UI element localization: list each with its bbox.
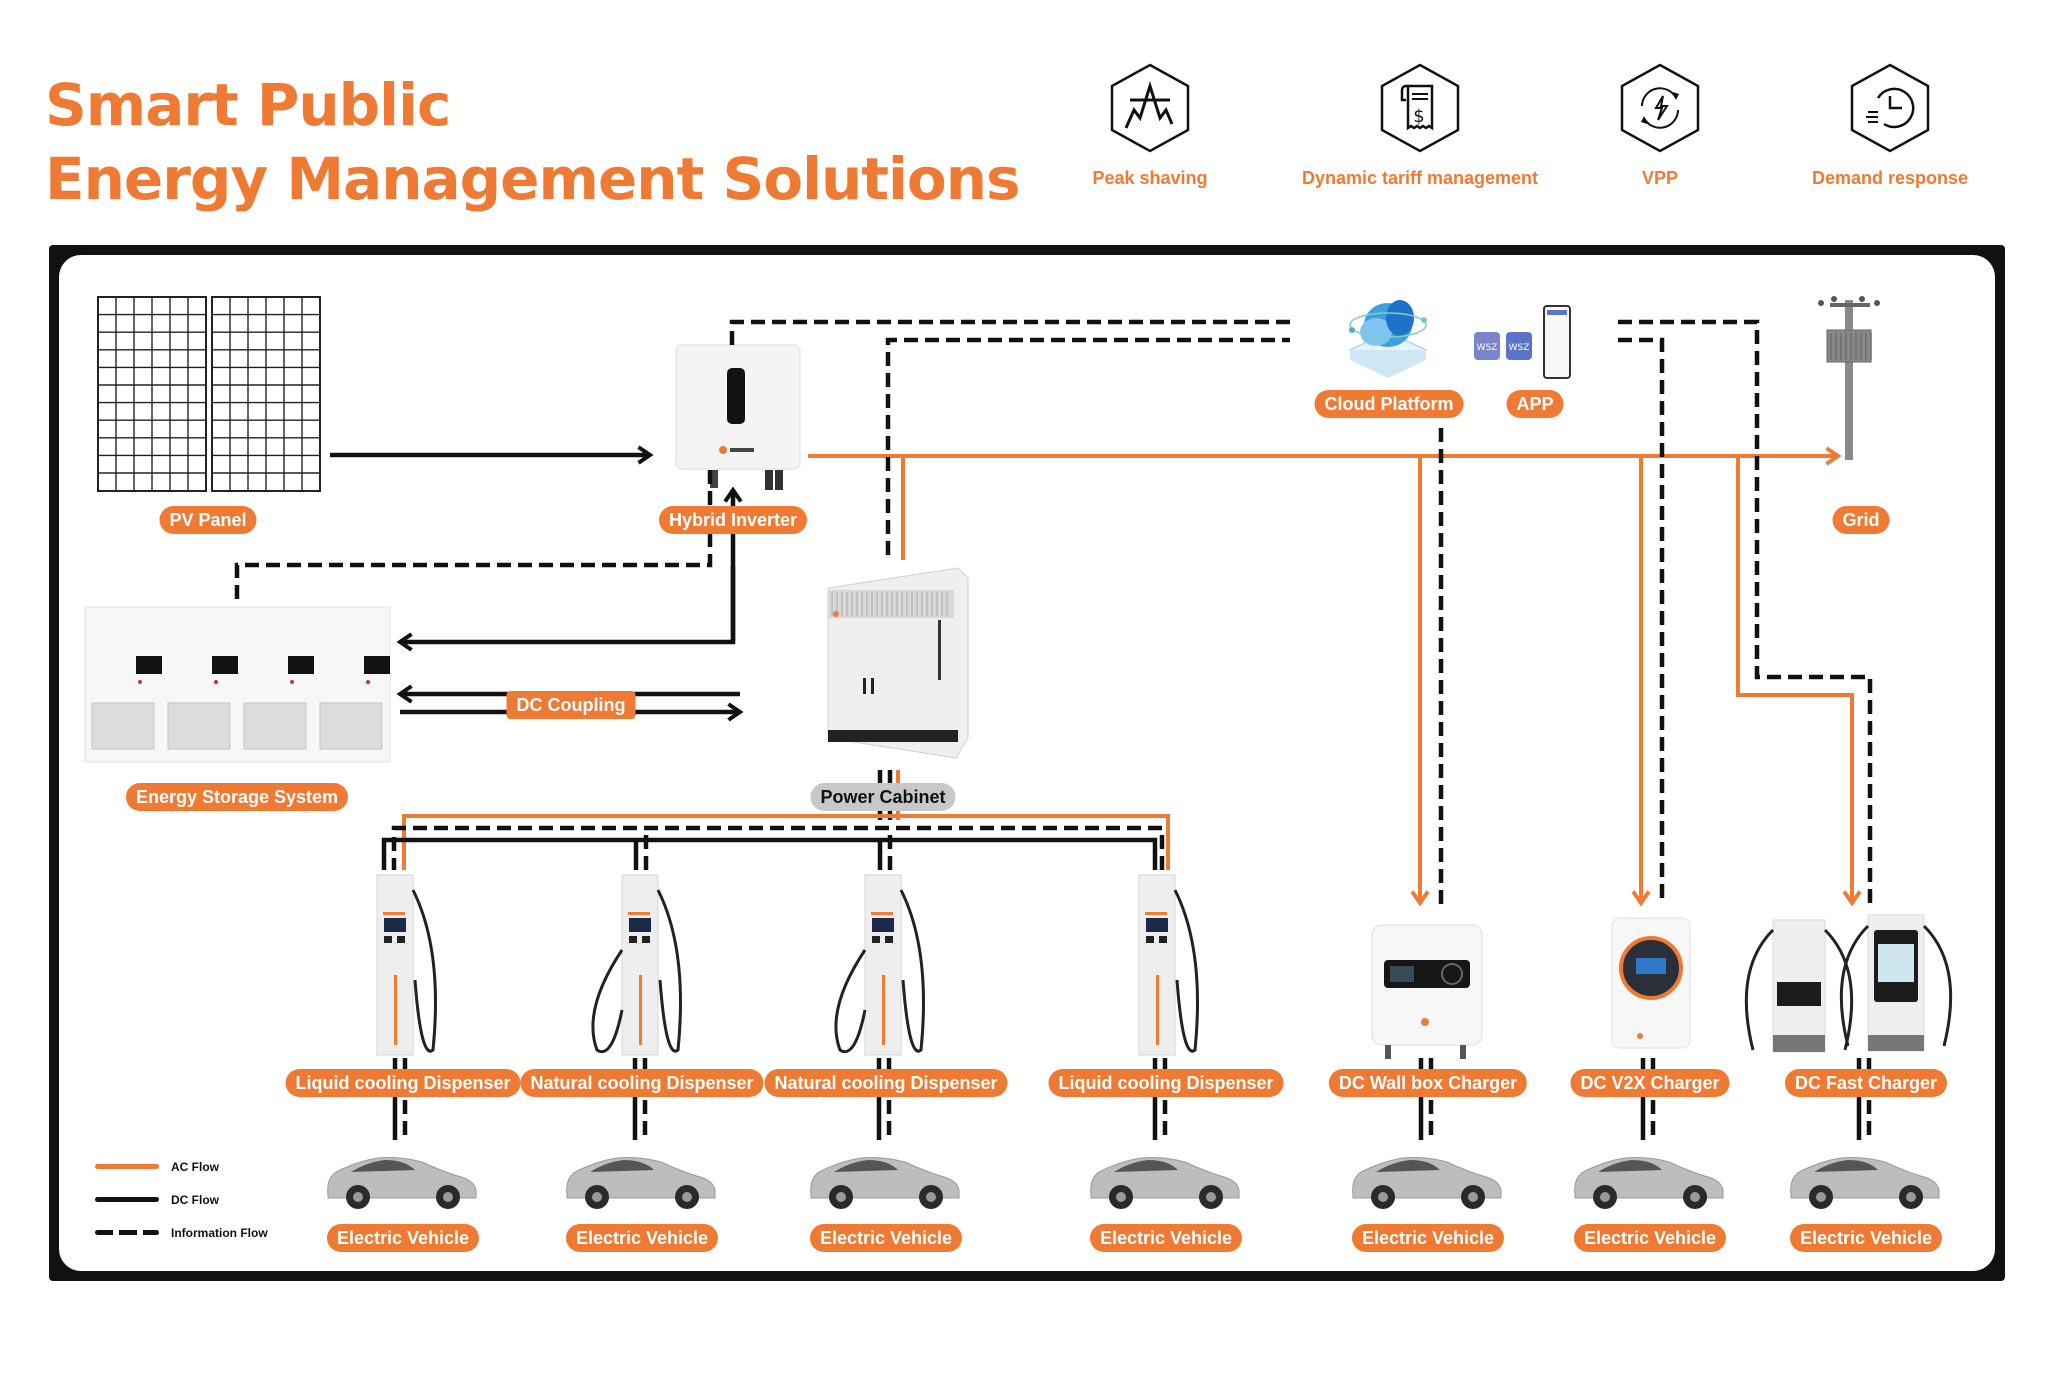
pv-panel-illustration <box>97 296 321 492</box>
electric-vehicle-illustration <box>810 1157 960 1209</box>
dispenser-label: Liquid cooling Dispenser <box>285 1069 521 1097</box>
dispenser-illustration <box>591 874 682 1056</box>
vehicle-label: Electric Vehicle <box>809 1224 963 1252</box>
dc-flow-line <box>381 837 1158 870</box>
app-label: APP <box>1506 390 1564 418</box>
lightning-cycle-icon <box>1620 63 1700 153</box>
information-flow-line <box>885 337 1290 555</box>
feature-vpp: VPP <box>1510 62 1810 189</box>
electric-vehicle-illustration <box>1352 1157 1502 1209</box>
cloud-platform-label: Cloud Platform <box>1314 390 1464 418</box>
arrow-head-icon <box>637 445 654 465</box>
legend-dc-flow: DC Flow <box>95 1183 268 1216</box>
arrow-head-icon <box>1631 890 1651 907</box>
vehicle-label: Electric Vehicle <box>565 1224 719 1252</box>
information-flow-line <box>1618 319 1873 905</box>
charger-label: DC Fast Charger <box>1784 1069 1948 1097</box>
peak-shaving-icon <box>1110 63 1190 153</box>
information-flow-line <box>729 319 1290 345</box>
diagram-canvas <box>59 255 1995 1271</box>
arrow-head-icon <box>1825 446 1842 466</box>
ac-flow-swatch <box>95 1164 159 1169</box>
electric-vehicle-illustration <box>1790 1157 1940 1209</box>
energy-storage-illustration <box>84 606 391 763</box>
charger-label: DC Wall box Charger <box>1328 1069 1528 1097</box>
arrow-head-icon <box>727 702 744 722</box>
title-line-1: Smart Public <box>45 71 451 139</box>
dispenser-label: Natural cooling Dispenser <box>764 1069 1008 1097</box>
arrow-head-icon <box>723 486 743 503</box>
charger-label: DC V2X Charger <box>1570 1069 1730 1097</box>
feature-label: Demand response <box>1811 168 1969 188</box>
dc-flow-swatch <box>95 1197 159 1202</box>
svg-text:$: $ <box>1413 106 1424 127</box>
legend-info-flow: Information Flow <box>95 1216 268 1249</box>
power-cabinet-label: Power Cabinet <box>810 783 956 811</box>
arrow-head-icon <box>1410 890 1430 907</box>
page-title: Smart Public Energy Management Solutions <box>45 68 1021 216</box>
legend-label: Information Flow <box>171 1225 268 1240</box>
legend-label: DC Flow <box>171 1192 219 1207</box>
vehicle-label: Electric Vehicle <box>1789 1224 1943 1252</box>
electric-vehicle-illustration <box>327 1157 477 1209</box>
power-cabinet-illustration <box>827 567 969 759</box>
feature-label: VPP <box>1641 168 1679 188</box>
dispenser-label: Liquid cooling Dispenser <box>1048 1069 1284 1097</box>
electric-vehicle-illustration <box>566 1157 716 1209</box>
information-flow-line <box>391 825 1165 870</box>
title-line-2: Energy Management Solutions <box>45 145 1021 213</box>
feature-peak-shaving: Peak shaving <box>1000 62 1300 189</box>
hybrid-inverter-illustration <box>675 344 801 490</box>
electric-vehicle-illustration <box>1574 1157 1724 1209</box>
arrow-head-icon <box>396 684 413 704</box>
electric-vehicle-illustration <box>1090 1157 1240 1209</box>
energy-storage-label: Energy Storage System <box>125 783 349 811</box>
legend-ac-flow: AC Flow <box>95 1150 268 1183</box>
dc-fast-charger-illustration <box>1744 914 1953 1053</box>
legend: AC Flow DC Flow Information Flow <box>95 1150 268 1249</box>
dispenser-illustration <box>834 874 925 1056</box>
arrow-head-icon <box>396 632 413 652</box>
information-flow-line <box>1618 337 1665 905</box>
receipt-dollar-icon: $ <box>1380 63 1460 153</box>
vehicle-label: Electric Vehicle <box>326 1224 480 1252</box>
feature-label: Dynamic tariff management <box>1301 168 1539 188</box>
dc-wallbox-charger-illustration <box>1371 924 1483 1059</box>
dispenser-label: Natural cooling Dispenser <box>520 1069 764 1097</box>
ac-flow-line <box>402 814 1170 870</box>
dc-v2x-charger-illustration <box>1611 917 1691 1049</box>
dispenser-illustration <box>376 874 437 1056</box>
app-illustration: WSZ WSZ <box>1474 305 1571 379</box>
feature-label: Peak shaving <box>1092 168 1208 188</box>
pv-panel-label: PV Panel <box>159 506 257 534</box>
info-flow-swatch <box>95 1230 159 1235</box>
hybrid-inverter-label: Hybrid Inverter <box>658 506 808 534</box>
dc-flow-line <box>400 566 736 645</box>
feature-dynamic-tariff: $ Dynamic tariff management <box>1270 62 1570 189</box>
legend-label: AC Flow <box>171 1159 219 1174</box>
feature-demand-response: Demand response <box>1740 62 2040 189</box>
fast-clock-icon <box>1850 63 1930 153</box>
svg-text:WSZ: WSZ <box>1477 343 1498 353</box>
vehicle-label: Electric Vehicle <box>1573 1224 1727 1252</box>
dispenser-illustration <box>1138 874 1199 1056</box>
cloud-platform-illustration <box>1348 300 1428 378</box>
vehicle-label: Electric Vehicle <box>1089 1224 1243 1252</box>
arrow-head-icon <box>1842 890 1862 907</box>
svg-text:WSZ: WSZ <box>1509 343 1530 353</box>
dc-coupling-label: DC Coupling <box>506 691 636 719</box>
ac-flow-line <box>1736 456 1854 903</box>
utility-pole-illustration <box>1818 296 1880 460</box>
vehicle-label: Electric Vehicle <box>1351 1224 1505 1252</box>
grid-label: Grid <box>1832 506 1890 534</box>
